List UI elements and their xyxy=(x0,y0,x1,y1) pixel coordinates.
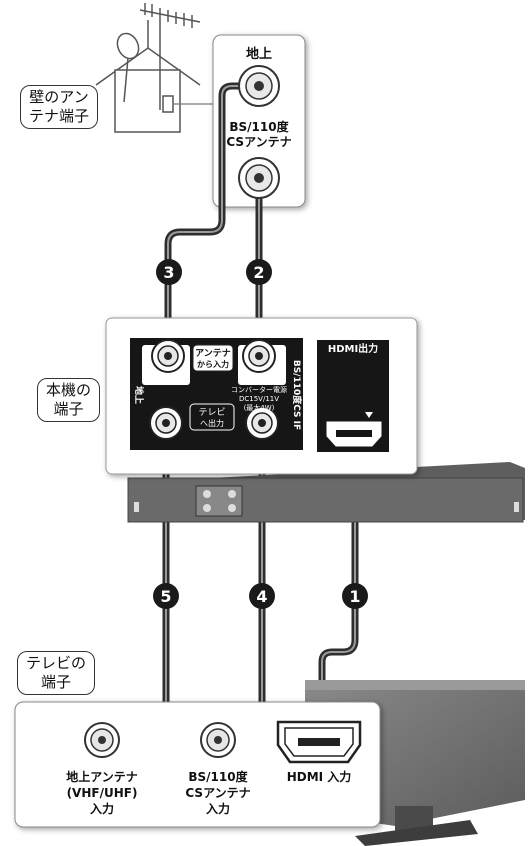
recorder-tv-out-bs-cs xyxy=(245,406,279,440)
svg-text:4: 4 xyxy=(256,587,267,606)
wall-bs-cs-connector xyxy=(238,157,280,199)
recorder-device xyxy=(127,462,525,523)
step-badge-2: 2 xyxy=(246,259,272,285)
antenna-in-label-1: アンテナ xyxy=(195,348,231,359)
recorder-antenna-in-bs-cs xyxy=(242,339,276,373)
step-badge-1: 1 xyxy=(342,583,368,609)
step-badge-5: 5 xyxy=(153,583,179,609)
hdmi-out-arrow xyxy=(365,412,373,418)
recorder-terrestrial-label: 地上 xyxy=(133,386,145,404)
tv-out-label-2: へ出力 xyxy=(200,418,224,428)
antenna-in-tag xyxy=(192,344,234,372)
tv-terminal-label: テレビの 端子 xyxy=(17,651,96,695)
hdmi-out-label: HDMI出力 xyxy=(328,342,378,355)
cable-3 xyxy=(164,82,262,354)
house-illustration xyxy=(95,3,201,133)
wall-bs-cs-label-1: BS/110度 xyxy=(229,119,289,134)
wall-terrestrial-label: 地上 xyxy=(246,46,272,62)
antenna-in-label-2: から入力 xyxy=(197,359,229,369)
tv-hdmi-in-label: HDMI 入力 xyxy=(287,769,352,784)
svg-text:2: 2 xyxy=(253,263,264,282)
tv-out-tag xyxy=(189,403,235,431)
recorder-bs-cs-if-label: BS/110度CS IF xyxy=(291,360,303,430)
step-badge-3: 3 xyxy=(156,259,182,285)
tv-terrestrial-label-3: 入力 xyxy=(90,801,114,816)
converter-label-3: (最大4W) xyxy=(244,403,275,412)
tv-bs-cs-label-1: BS/110度 xyxy=(188,769,248,784)
tv-out-label-1: テレビ xyxy=(198,407,225,418)
wall-terminal-label: 壁のアン テナ端子 xyxy=(20,85,99,129)
wall-bs-cs-label-2: CSアンテナ xyxy=(226,135,291,149)
converter-label-1: コンバーター電源 xyxy=(231,385,287,394)
tv-hdmi-in-port xyxy=(276,720,362,764)
tv-terrestrial-label-1: 地上アンテナ xyxy=(66,769,138,784)
recorder-terminal-label: 本機の 端子 xyxy=(37,378,101,422)
cable-1 xyxy=(318,436,359,744)
tv-terrestrial-connector xyxy=(84,722,120,758)
wall-terrestrial-connector xyxy=(238,65,280,107)
svg-text:5: 5 xyxy=(160,587,171,606)
converter-label-2: DC15V/11V xyxy=(239,395,279,403)
tv-bs-cs-label-3: 入力 xyxy=(206,801,230,816)
recorder-antenna-in-terrestrial xyxy=(151,339,185,373)
svg-text:1: 1 xyxy=(349,587,360,606)
recorder-tv-out-terrestrial xyxy=(149,406,183,440)
step-badge-4: 4 xyxy=(249,583,275,609)
tv-bs-cs-connector xyxy=(200,722,236,758)
tv-bs-cs-label-2: CSアンテナ xyxy=(185,786,250,800)
hdmi-out-port xyxy=(326,421,382,447)
svg-text:3: 3 xyxy=(163,263,174,282)
tv-terrestrial-label-2: (VHF/UHF) xyxy=(67,786,138,800)
